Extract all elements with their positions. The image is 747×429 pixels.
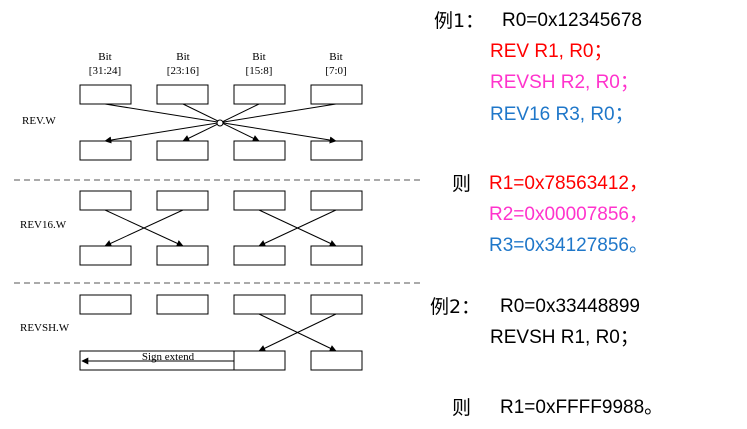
bit-header-4-word: Bit	[329, 51, 342, 63]
revsh-src-byte-3	[233, 294, 286, 315]
rev16-arrow-4	[258, 209, 337, 247]
example2-then: 则	[452, 397, 472, 419]
example1-init: R0=0x12345678	[502, 10, 642, 31]
example1-heading: 例1：	[434, 10, 485, 32]
rev16-dst-byte-1	[79, 245, 132, 266]
bit-header-2-range: [23:16]	[167, 65, 199, 77]
rev16-src-byte-1	[79, 190, 132, 211]
bit-header-1-word: Bit	[98, 51, 111, 63]
bit-header-4-range: [7:0]	[325, 65, 346, 77]
revsh-dst-byte-4	[310, 350, 363, 371]
section-label-revsh: REVSH.W	[20, 322, 70, 334]
example2-heading: 例2：	[430, 296, 481, 318]
byte-reverse-diagram: Bit [31:24] Bit [23:16] Bit [15:8] Bit […	[14, 51, 420, 371]
example2-instr: REVSH R1, R0；	[490, 327, 639, 348]
example2-result: R1=0xFFFF9988。	[500, 397, 664, 418]
sign-extend-label: Sign extend	[142, 351, 195, 363]
rev16-dst-byte-4	[310, 245, 363, 266]
example1-instr-revsh: REVSH R2, R0；	[490, 72, 639, 93]
example1-result-r2: R2=0x00007856，	[489, 204, 648, 225]
rev-cross-point	[216, 119, 224, 127]
rev-dst-byte-2	[156, 140, 209, 161]
revsh-src-byte-1	[79, 294, 132, 315]
rev16-dst-byte-3	[233, 245, 286, 266]
rev-src-byte-1	[79, 84, 132, 105]
rev-dst-byte-4	[310, 140, 363, 161]
section-label-rev: REV.W	[22, 115, 56, 127]
revsh-dst-byte-3	[233, 350, 286, 371]
rev16-src-byte-4	[310, 190, 363, 211]
example1-result-r3: R3=0x34127856。	[489, 235, 648, 256]
revsh-src-byte-2	[156, 294, 209, 315]
revsh-arrow-2	[258, 313, 337, 352]
bit-header-1-range: [31:24]	[89, 65, 121, 77]
example1-instr-rev: REV R1, R0；	[490, 41, 613, 62]
example1-result-r1: R1=0x78563412，	[489, 173, 648, 194]
rev-src-byte-2	[156, 84, 209, 105]
bit-header-3-range: [15:8]	[246, 65, 273, 77]
bit-header-3-word: Bit	[252, 51, 265, 63]
bit-header-2-word: Bit	[176, 51, 189, 63]
example1-then: 则	[452, 173, 472, 195]
rev-dst-byte-3	[233, 140, 286, 161]
rev-src-byte-3	[233, 84, 286, 105]
rev16-dst-byte-2	[156, 245, 209, 266]
revsh-src-byte-4	[310, 294, 363, 315]
rev-dst-byte-1	[79, 140, 132, 161]
rev-src-byte-4	[310, 84, 363, 105]
rev16-src-byte-3	[233, 190, 286, 211]
rev16-arrow-2	[104, 209, 184, 247]
rev16-src-byte-2	[156, 190, 209, 211]
example1-instr-rev16: REV16 R3, R0；	[490, 104, 634, 125]
section-label-rev16: REV16.W	[20, 219, 67, 231]
example2-init: R0=0x33448899	[500, 296, 640, 317]
